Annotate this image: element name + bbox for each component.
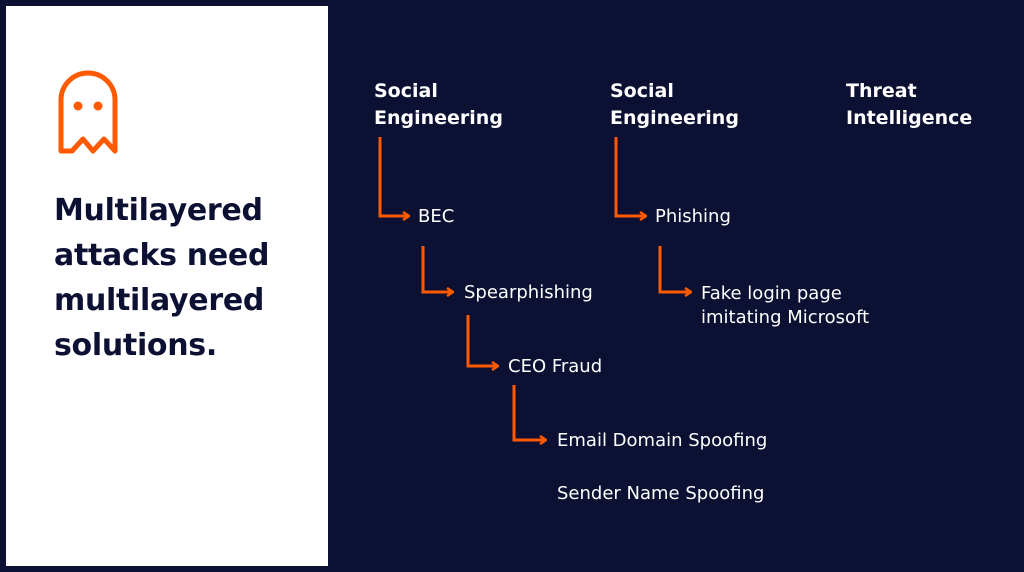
- left-panel: Multilayered attacks need multilayered s…: [6, 6, 328, 566]
- node-spearphishing: Spearphishing: [464, 282, 593, 303]
- arrow-to-email-domain-spoofing: [512, 385, 545, 440]
- node-bec: BEC: [418, 206, 455, 227]
- node-fake-login-page: Fake login page imitating Microsoft: [701, 282, 869, 330]
- headline-line: multilayered: [54, 283, 265, 318]
- node-line: imitating Microsoft: [701, 307, 870, 328]
- arrow-to-spearphishing: [421, 246, 452, 292]
- headline-line: solutions.: [54, 328, 217, 363]
- column-header-social-engineering-2: Social Engineering: [610, 78, 739, 132]
- headline-line: attacks need: [54, 238, 270, 273]
- column-header-line: Intelligence: [846, 107, 973, 129]
- ghost-icon: [58, 70, 118, 154]
- node-ceo-fraud: CEO Fraud: [508, 356, 603, 377]
- node-line: Fake login page: [701, 283, 842, 304]
- column-header-line: Threat: [846, 80, 917, 102]
- column-header-threat-intelligence: Threat Intelligence: [846, 78, 972, 132]
- column-header-line: Engineering: [610, 107, 739, 129]
- node-phishing: Phishing: [655, 206, 731, 227]
- column-header-line: Engineering: [374, 107, 503, 129]
- arrow-to-phishing: [614, 137, 645, 216]
- column-header-social-engineering-1: Social Engineering: [374, 78, 503, 132]
- node-sender-name-spoofing: Sender Name Spoofing: [557, 483, 765, 504]
- headline-line: Multilayered: [54, 193, 263, 228]
- arrow-to-bec: [378, 137, 408, 216]
- headline: Multilayered attacks need multilayered s…: [54, 188, 324, 368]
- column-header-line: Social: [374, 80, 438, 102]
- arrow-to-ceo-fraud: [466, 315, 497, 366]
- arrow-to-fake-login: [658, 246, 690, 292]
- column-header-line: Social: [610, 80, 674, 102]
- node-email-domain-spoofing: Email Domain Spoofing: [557, 430, 768, 451]
